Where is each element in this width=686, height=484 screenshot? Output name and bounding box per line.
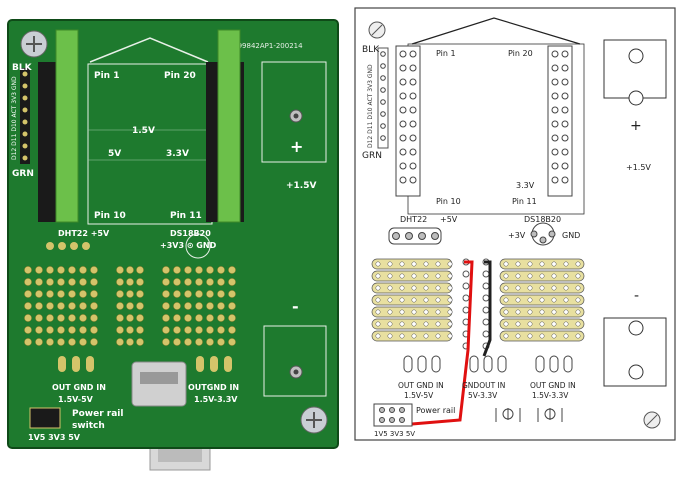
label-grn: GRN [12,169,34,179]
label-reg-mid-value-diagram: 5V-3.3V [468,391,498,400]
label-pin10: Pin 10 [94,211,126,221]
label-pin1: Pin 1 [94,71,119,81]
label-pin11-diagram: Pin 11 [512,197,537,206]
screw-top-left [20,30,48,58]
black-wire [482,260,492,357]
label-grn-diagram: GRN [362,151,382,161]
power-rail-switch-pads-photo [29,407,61,429]
label-ds-diagram: DS18B20 [524,215,561,224]
regulator-pads-diagram [403,355,573,373]
dht-pads-diagram [388,227,442,245]
label-reg2-value-photo: 1.5V-3.3V [194,395,238,404]
terminal-block-right [206,29,244,223]
label-left-pins-diagram: D12 D11 D10 ACT 3V3 GND [367,64,374,148]
diagram-pin-column-left [395,45,421,197]
label-pin10-diagram: Pin 10 [436,197,461,206]
label-ds-gnd-diagram: GND [562,231,580,240]
label-plus-photo: + [290,137,303,156]
label-minus-photo: - [292,297,299,316]
screw-diagram-bottom [643,411,661,429]
screw-bottom-right [300,406,328,434]
proto-grid-photo [24,266,236,346]
ds18b20-footprint-diagram [530,222,556,246]
label-dht-photo: DHT22 +5V [58,229,110,238]
label-dht-plus-diagram: +5V [440,215,458,224]
label-reg1-value-photo: 1.5V-5V [58,395,94,404]
label-ds-photo: DS18B20 [170,229,211,238]
terminal-plus-diagram [603,39,667,106]
dht-pads-photo [46,242,90,250]
regulator-pads-photo [58,356,232,372]
label-reg2-pins-photo: OUTGND IN [188,383,239,392]
label-bottom-voltages-photo: 1V5 3V3 5V [28,433,81,442]
header-pins-left [20,68,30,164]
label-reg2-value-diagram: 1.5V-3.3V [532,391,569,400]
terminal-minus-diagram [603,317,667,387]
label-blk-diagram: BLK [362,45,380,55]
label-pin11: Pin 11 [170,211,202,221]
terminal-minus-photo [263,325,327,397]
label-reg-mid-pins-diagram: GNDOUT IN [462,381,505,390]
diagram-pin-column-right [547,45,573,197]
label-plus-1v5-photo: +1.5V [286,181,316,191]
label-rail-5v: 5V [108,149,121,159]
label-reg1-value-diagram: 1.5V-5V [404,391,434,400]
label-rail-3v3: 3.3V [166,149,189,159]
switch-symbols-diagram [495,408,563,422]
label-left-pins: D12 D11 D10 ACT 3V3 GND [11,76,18,160]
screw-diagram-top [368,21,386,39]
label-ds-plus-diagram: +3V [508,231,526,240]
label-dht-diagram: DHT22 [400,215,427,224]
label-reg1-pins-diagram: OUT GND IN [398,381,444,390]
label-ds-pins-photo: +3V3 ⊙ GND [160,241,217,250]
label-reg1-pins-photo: OUT GND IN [52,383,106,392]
label-pin20: Pin 20 [164,71,196,81]
label-plus-1v5-diagram: +1.5V [626,163,651,172]
board-id: ZB99842AP1-200214 [228,42,303,50]
label-minus-diagram: - [634,288,639,304]
label-plus-diagram: + [630,118,642,134]
label-pin1-diagram: Pin 1 [436,49,456,58]
label-power-rail-diagram: Power rail [416,406,455,415]
terminal-block-left [38,29,79,223]
proto-grid-diagram [371,258,585,350]
label-bottom-voltages-diagram: 1V5 3V3 5V [374,430,415,438]
label-blk: BLK [12,63,33,73]
power-rail-switch-diagram [373,403,413,427]
pcb-diagram: BLK GRN D12 D11 D10 ACT 3V3 GND Pin 1 Pi… [354,7,676,441]
label-pin20-diagram: Pin 20 [508,49,533,58]
label-3v3-diagram: 3.3V [516,181,535,190]
terminal-plus-photo [261,61,327,163]
label-rail-1v5: 1.5V [132,126,155,136]
pcb-photo: ZB99842AP1-200214 Pin 1 Pin 20 1.5V 5V 3… [7,19,339,471]
label-switch-photo: switch [72,421,105,431]
label-power-rail-photo: Power rail [72,409,123,419]
diagram-header-left [377,47,389,149]
label-reg2-pins-diagram: OUT GND IN [530,381,576,390]
